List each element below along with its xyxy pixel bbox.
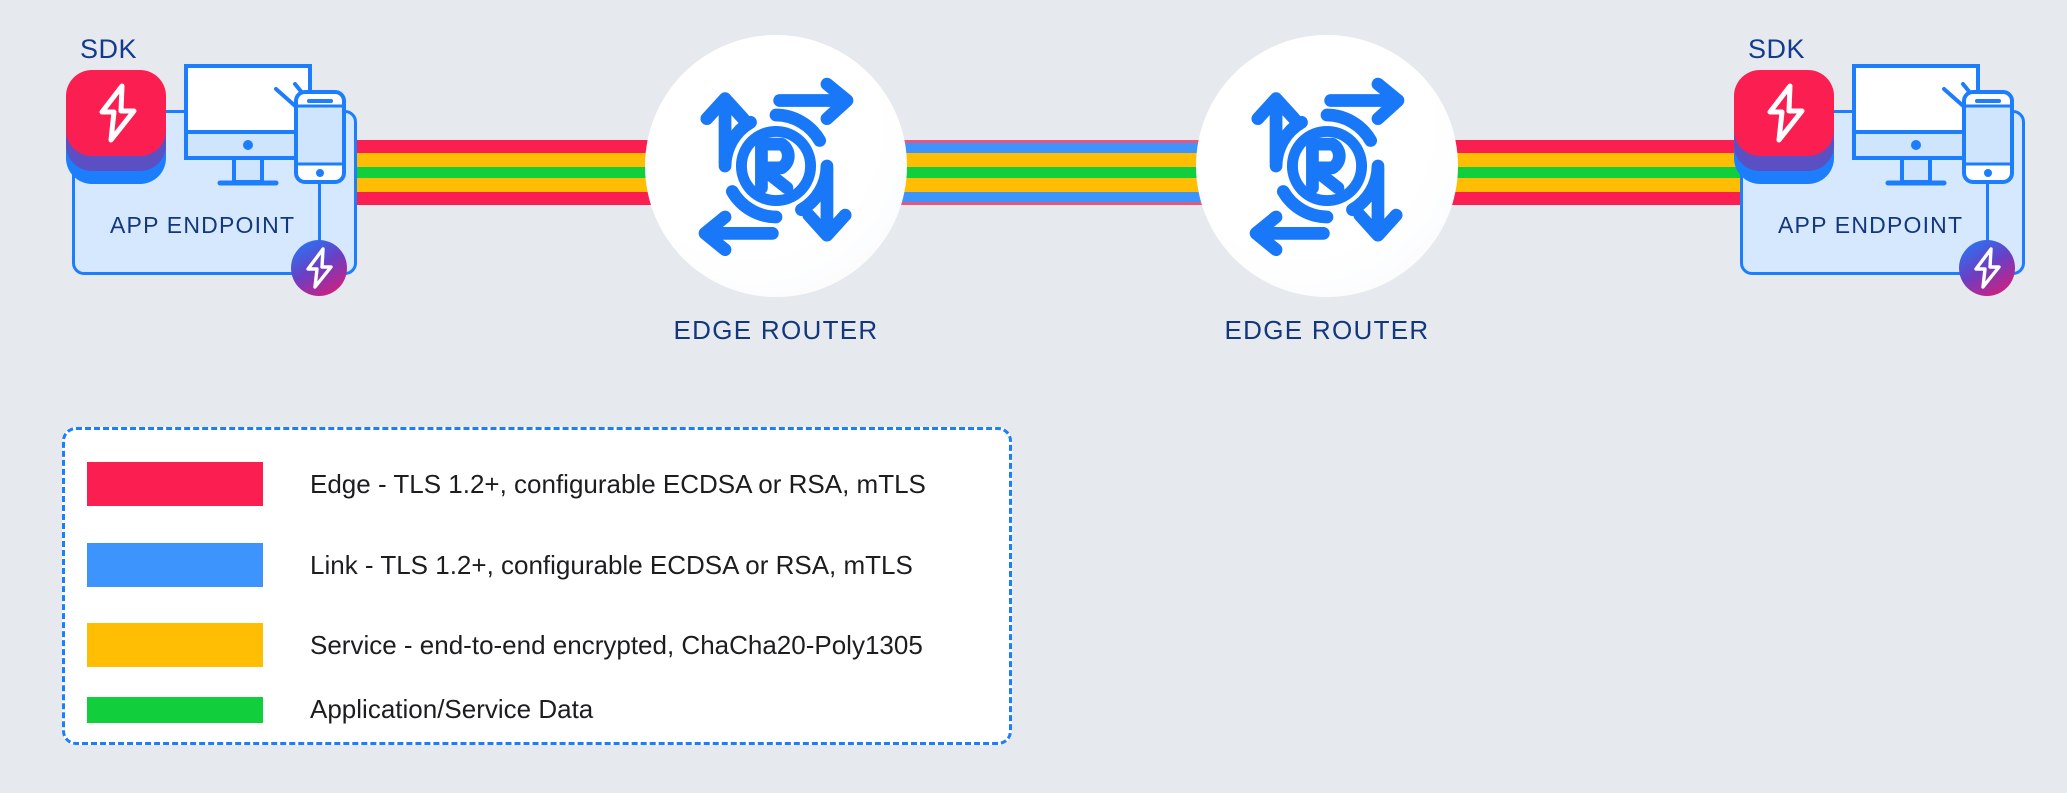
legend-label-link: Link - TLS 1.2+, configurable ECDSA or R… [310,549,913,580]
legend-item-service: Service - end-to-end encrypted, ChaCha20… [87,623,923,667]
stripe-link-top [860,143,1240,153]
sdk-label-left: SDK [80,34,138,64]
app-endpoint-label-right: APP ENDPOINT [1778,212,1964,238]
sdk-stack-icon-left [62,68,182,188]
legend-item-link: Link - TLS 1.2+, configurable ECDSA or R… [87,543,913,587]
router-arrows-icon-right [1249,77,1405,257]
desktop-and-phone-icon-left [184,64,346,186]
app-endpoint-label-left: APP ENDPOINT [110,212,296,238]
legend-label-edge: Edge - TLS 1.2+, configurable ECDSA or R… [310,468,926,499]
badge-bolt-glyph [306,247,333,289]
router-label-right: EDGE ROUTER [1224,315,1430,345]
stripe-data-right [1310,167,1740,178]
legend-swatch-edge [87,462,263,506]
endpoint-connector-right [1986,180,1989,242]
legend-swatch-link [87,543,263,587]
legend-item-edge: Edge - TLS 1.2+, configurable ECDSA or R… [87,462,926,506]
sdk-stack-icon-right [1730,68,1850,188]
legend-item-data: Application/Service Data [87,694,593,725]
legend-swatch-data [87,696,263,723]
ziti-bolt-badge-icon-right [1959,240,2015,296]
router-label-left: EDGE ROUTER [673,315,879,345]
legend-label-data: Application/Service Data [310,694,594,724]
sdk-label-right: SDK [1748,34,1806,64]
legend-swatch-service [87,623,263,667]
sdk-bolt-glyph [99,83,137,143]
legend-label-service: Service - end-to-end encrypted, ChaCha20… [310,629,923,660]
stripe-data-mid [760,167,1340,178]
stripe-link-top-hairline [860,140,1240,143]
endpoint-connector-left [318,180,321,242]
badge-bolt-glyph [1974,247,2001,289]
stripe-data-left [340,167,790,178]
legend-panel: Edge - TLS 1.2+, configurable ECDSA or R… [62,427,1012,745]
stripe-link-bottom-hairline [860,202,1240,205]
sdk-bolt-glyph [1767,83,1805,143]
router-arrows-icon-left [698,77,854,257]
desktop-and-phone-icon-right [1852,64,2014,186]
stripe-link-bottom [860,192,1240,202]
ziti-bolt-badge-icon-left [291,240,347,296]
